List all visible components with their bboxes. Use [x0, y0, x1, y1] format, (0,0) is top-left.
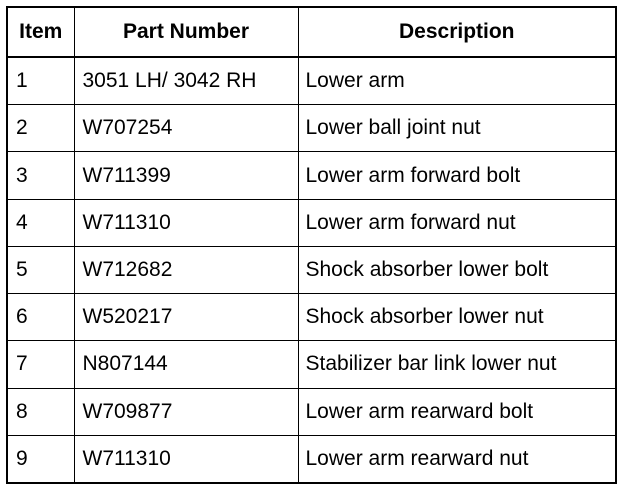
header-part-number: Part Number — [73, 6, 299, 58]
part-number-cell: W709877 — [73, 387, 299, 436]
item-cell: 3 — [6, 151, 75, 200]
parts-table: Item Part Number Description 1 3051 LH/ … — [6, 6, 617, 484]
part-number-cell: 3051 LH/ 3042 RH — [73, 56, 299, 106]
table-row: 6 W520217 Shock absorber lower nut — [6, 293, 617, 342]
item-cell: 6 — [6, 293, 75, 342]
part-number-cell: W711399 — [73, 151, 299, 200]
item-cell: 7 — [6, 340, 75, 389]
part-number-cell: W711310 — [73, 434, 299, 484]
table-row: 1 3051 LH/ 3042 RH Lower arm — [6, 56, 617, 106]
item-cell: 4 — [6, 198, 75, 247]
description-cell: Lower arm — [297, 56, 617, 106]
part-number-cell: W707254 — [73, 104, 299, 153]
item-cell: 5 — [6, 245, 75, 295]
item-cell: 9 — [6, 434, 75, 484]
table-row: 8 W709877 Lower arm rearward bolt — [6, 387, 617, 436]
table-row: 7 N807144 Stabilizer bar link lower nut — [6, 340, 617, 389]
item-cell: 2 — [6, 104, 75, 153]
table-row: 4 W711310 Lower arm forward nut — [6, 198, 617, 247]
part-number-cell: W712682 — [73, 245, 299, 295]
table-row: 9 W711310 Lower arm rearward nut — [6, 434, 617, 484]
part-number-cell: W520217 — [73, 293, 299, 342]
table-row: 2 W707254 Lower ball joint nut — [6, 104, 617, 153]
header-row: Item Part Number Description — [6, 6, 617, 58]
part-number-cell: W711310 — [73, 198, 299, 247]
item-cell: 1 — [6, 56, 75, 106]
part-number-cell: N807144 — [73, 340, 299, 389]
description-cell: Shock absorber lower bolt — [297, 245, 617, 295]
description-cell: Lower arm rearward bolt — [297, 387, 617, 436]
description-cell: Stabilizer bar link lower nut — [297, 340, 617, 389]
header-item: Item — [6, 6, 75, 58]
item-cell: 8 — [6, 387, 75, 436]
description-cell: Lower ball joint nut — [297, 104, 617, 153]
table-row: 3 W711399 Lower arm forward bolt — [6, 151, 617, 200]
description-cell: Lower arm forward nut — [297, 198, 617, 247]
table-row: 5 W712682 Shock absorber lower bolt — [6, 245, 617, 295]
description-cell: Lower arm rearward nut — [297, 434, 617, 484]
description-cell: Shock absorber lower nut — [297, 293, 617, 342]
header-description: Description — [297, 6, 617, 58]
description-cell: Lower arm forward bolt — [297, 151, 617, 200]
